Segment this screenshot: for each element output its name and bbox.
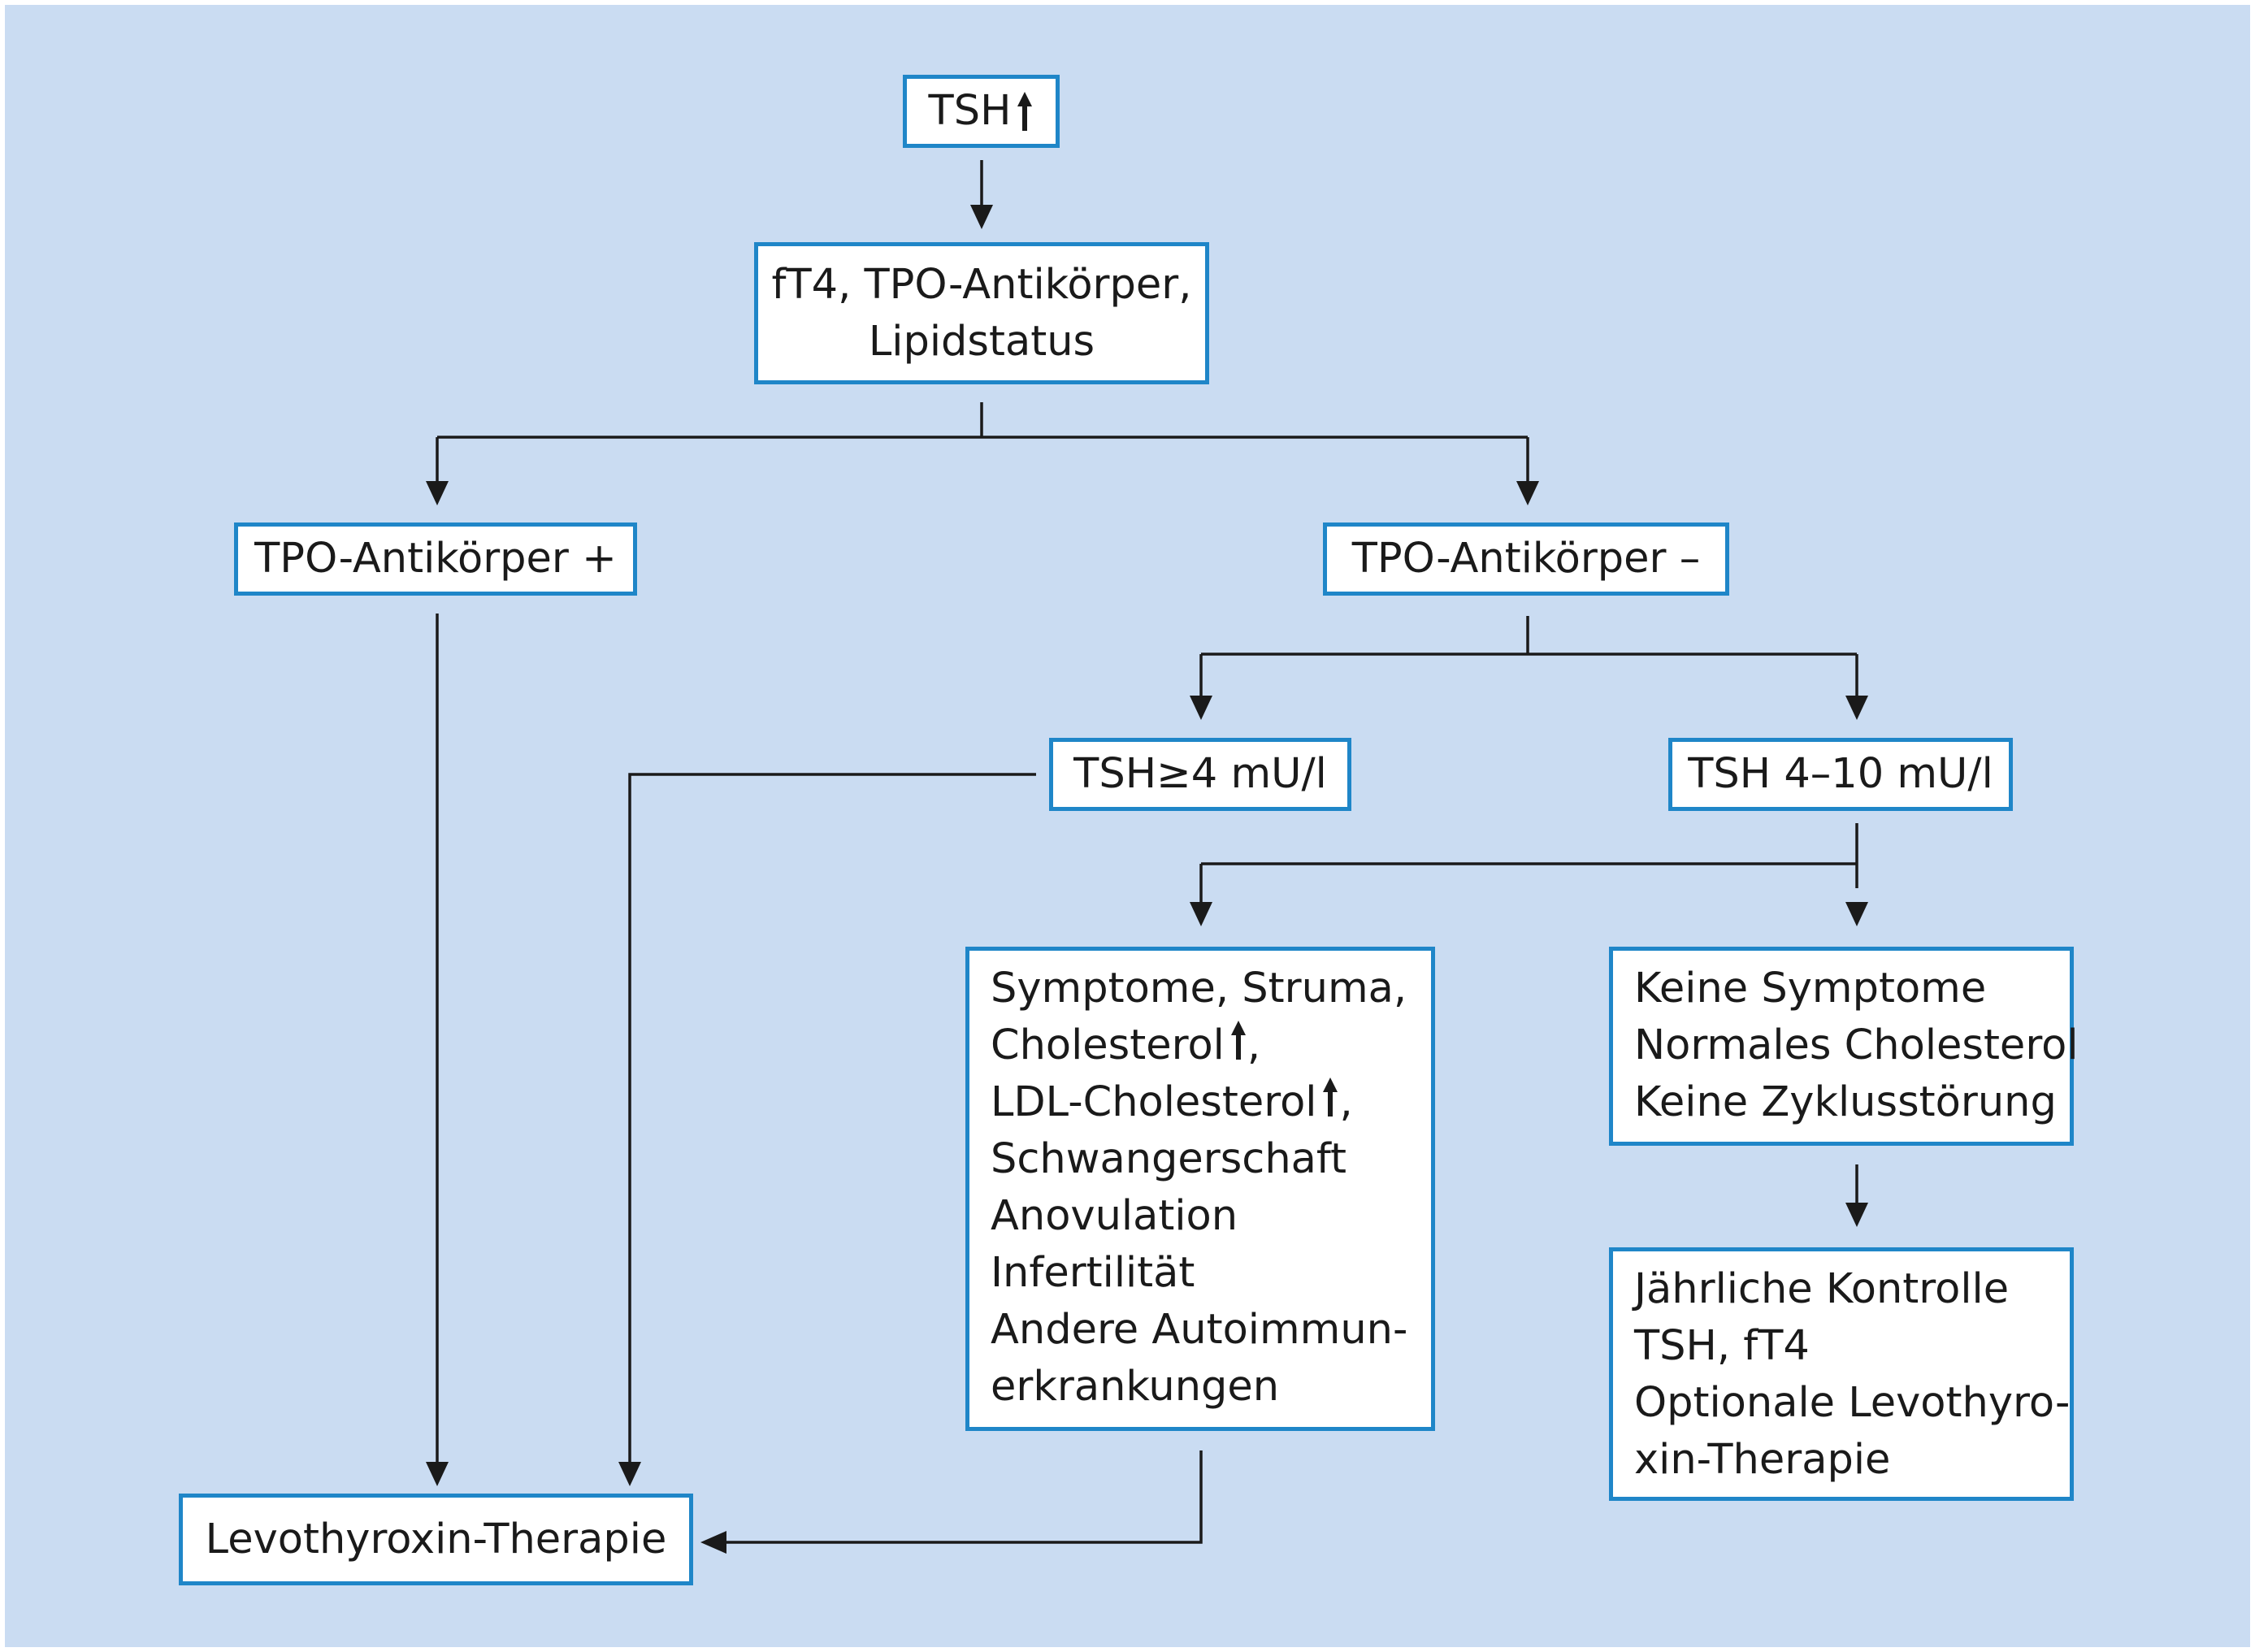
arrowhead-to-tsh-ge4 <box>1190 696 1212 720</box>
indications-ldl-label: LDL-Cholesterol <box>991 1078 1317 1126</box>
node-levothyroxine: Levothyroxin-Therapie <box>179 1494 693 1585</box>
initial-tests-line-2: Lipidstatus <box>868 317 1095 366</box>
indications-cholesterol-comma: , <box>1247 1021 1261 1069</box>
node-tpo-negative: TPO-Antikörper – <box>1323 522 1729 596</box>
indications-line-8: erkrankungen <box>991 1363 1280 1411</box>
node-initial-tests: fT4, TPO-Antikörper, Lipidstatus <box>754 242 1209 384</box>
arrowhead-tsh-ge4-to-levothyroxin <box>618 1462 641 1486</box>
indications-line-5: Anovulation <box>991 1192 1238 1240</box>
node-tsh-ge4: TSH≥4 mU/l <box>1049 738 1351 811</box>
levothyroxine-label: Levothyroxin-Therapie <box>205 1515 667 1563</box>
node-tpo-positive: TPO-Antikörper + <box>234 522 637 596</box>
node-indications: Symptome, Struma, Cholesterol, LDL-Chole… <box>965 947 1435 1431</box>
indications-ldl-comma: , <box>1339 1078 1353 1126</box>
node-tsh-start: TSH <box>903 75 1060 148</box>
up-arrow-icon <box>1016 90 1034 132</box>
tsh-ge4-label: TSH≥4 mU/l <box>1073 750 1327 798</box>
up-arrow-icon <box>1229 1019 1247 1061</box>
tsh-start-label: TSH <box>928 87 1012 135</box>
tpo-negative-label: TPO-Antikörper – <box>1351 535 1701 583</box>
node-tsh-4-10: TSH 4–10 mU/l <box>1668 738 2013 811</box>
no-symptoms-line-1: Keine Symptome <box>1634 965 1987 1012</box>
indications-line-4: Schwangerschaft <box>991 1135 1346 1183</box>
arrowhead-to-indications <box>1190 902 1212 926</box>
annual-control-line-2: TSH, fT4 <box>1634 1322 1810 1370</box>
arrowhead-indications-to-levothyroxin <box>700 1531 726 1554</box>
arrowhead-to-tpo-positive <box>426 481 449 505</box>
up-arrow-icon <box>1321 1076 1339 1118</box>
connector-tsh-4-10-split <box>1199 823 1858 904</box>
arrowhead-to-annual-control <box>1845 1203 1868 1227</box>
no-symptoms-line-3: Keine Zyklusstörung <box>1634 1078 2057 1126</box>
indications-cholesterol-label: Cholesterol <box>991 1021 1225 1069</box>
indications-line-1: Symptome, Struma, <box>991 965 1407 1012</box>
indications-line-7: Andere Autoimmun- <box>991 1306 1408 1354</box>
tpo-positive-label: TPO-Antikörper + <box>254 535 617 583</box>
indications-line-3: LDL-Cholesterol, <box>991 1074 1431 1131</box>
arrowhead-tpo-positive-to-levothyroxin <box>426 1462 449 1486</box>
connector-tpo-negative-split <box>1199 616 1858 699</box>
tsh-4-10-label: TSH 4–10 mU/l <box>1688 750 1993 798</box>
arrowhead-to-no-symptoms <box>1845 902 1868 926</box>
arrowhead-to-tpo-negative <box>1516 481 1539 505</box>
arrowhead-to-tsh-4-10 <box>1845 696 1868 720</box>
indications-line-6: Infertilität <box>991 1249 1195 1297</box>
initial-tests-line-1: fT4, TPO-Antikörper, <box>771 260 1192 309</box>
no-symptoms-line-2: Normales Cholesterol <box>1634 1021 2079 1069</box>
annual-control-line-4: xin-Therapie <box>1634 1436 1891 1484</box>
indications-line-2: Cholesterol, <box>991 1017 1431 1074</box>
connector-tsh-ge4-to-levothyroxin <box>628 773 1036 1465</box>
connector-tests-split <box>436 402 1529 486</box>
node-annual-control: Jährliche Kontrolle TSH, fT4 Optionale L… <box>1609 1247 2074 1501</box>
annual-control-line-1: Jährliche Kontrolle <box>1634 1265 2010 1313</box>
annual-control-line-3: Optionale Levothyro- <box>1634 1379 2071 1427</box>
node-no-symptoms: Keine Symptome Normales Cholesterol Kein… <box>1609 947 2079 1146</box>
arrowhead-to-tests <box>970 205 993 229</box>
connector-indications-to-levothyroxin <box>723 1450 1203 1544</box>
